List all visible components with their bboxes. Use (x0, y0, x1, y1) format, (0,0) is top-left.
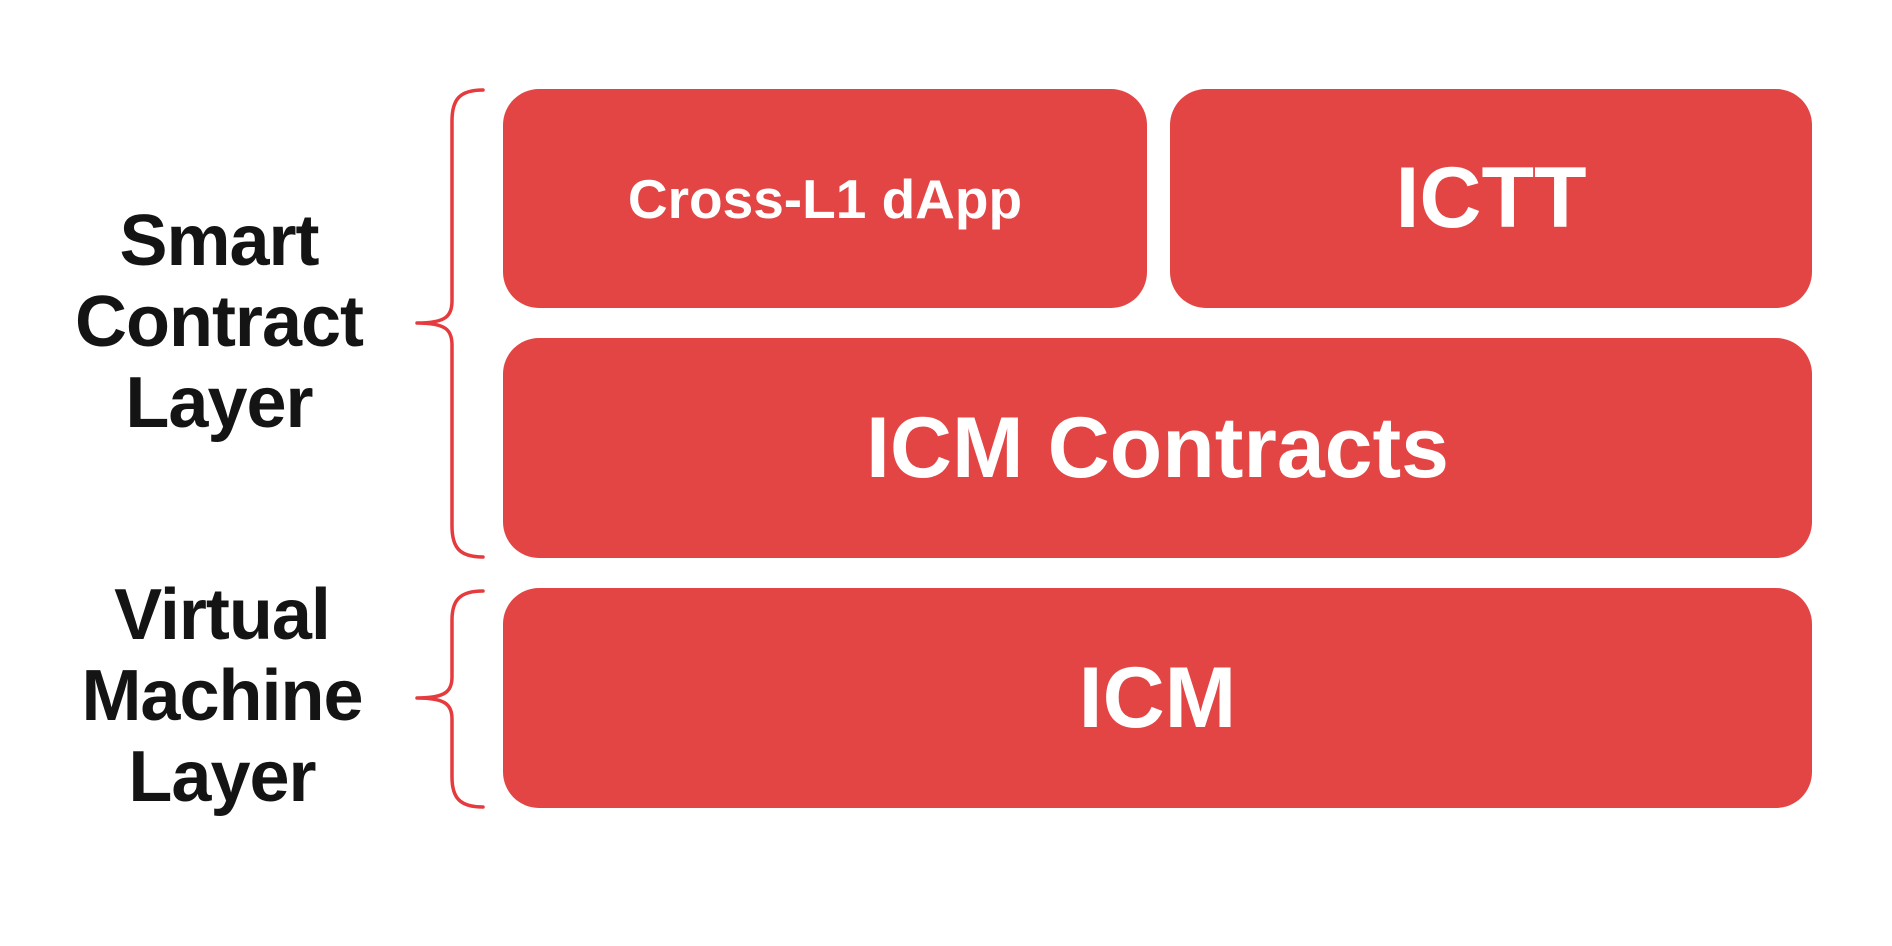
box-label-icm-contracts: ICM Contracts (866, 399, 1449, 496)
label-line-smart: Smart (119, 201, 319, 281)
box-label-icm: ICM (1078, 649, 1237, 746)
label-smart-contract-layer: Smart Contract Layer (0, 201, 439, 444)
label-line-layer: Layer (125, 363, 313, 443)
box-cross-l1-dapp: Cross-L1 dApp (503, 89, 1147, 308)
label-line-contract: Contract (74, 282, 364, 362)
label-line-machine: Machine (81, 656, 363, 736)
box-icm-contracts: ICM Contracts (503, 338, 1812, 558)
box-icm: ICM (503, 588, 1812, 808)
label-line-layer: Layer (128, 737, 316, 817)
box-ictt: ICTT (1170, 89, 1812, 308)
box-label-cross-l1-dapp: Cross-L1 dApp (627, 167, 1023, 230)
label-virtual-machine-layer: Virtual Machine Layer (2, 575, 442, 818)
box-label-ictt: ICTT (1395, 150, 1587, 246)
label-line-virtual: Virtual (114, 575, 331, 655)
